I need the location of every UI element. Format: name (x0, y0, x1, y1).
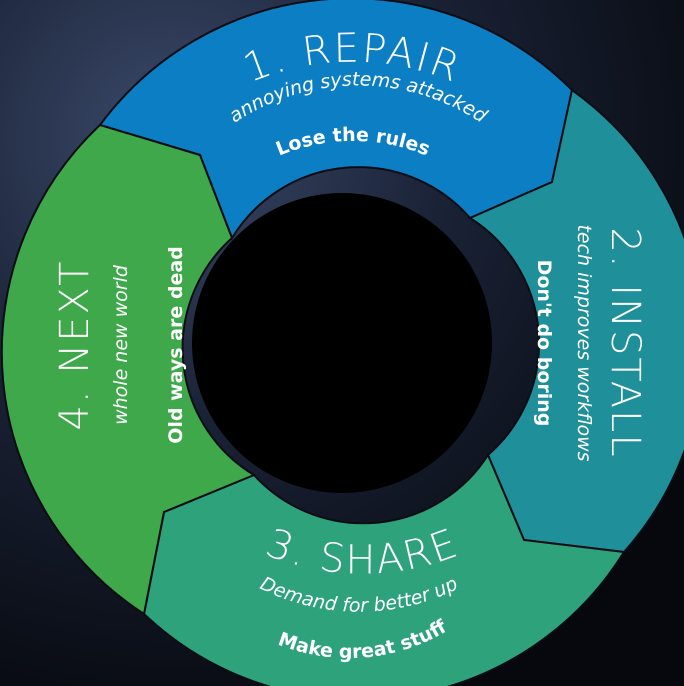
segment-share (142, 452, 626, 686)
segment-next (0, 123, 257, 616)
center-circle (192, 193, 492, 493)
next-subtitle: whole new world (110, 264, 132, 425)
install-title: 2. INSTALL (602, 227, 648, 458)
next-tagline: Old ways are dead (165, 246, 187, 444)
segment-repair (98, 0, 574, 241)
segment-install (467, 88, 684, 554)
next-title: 4. NEXT (52, 259, 98, 430)
install-tagline: Don't do boring (533, 260, 555, 427)
install-subtitle: tech improves workflows (573, 224, 595, 461)
